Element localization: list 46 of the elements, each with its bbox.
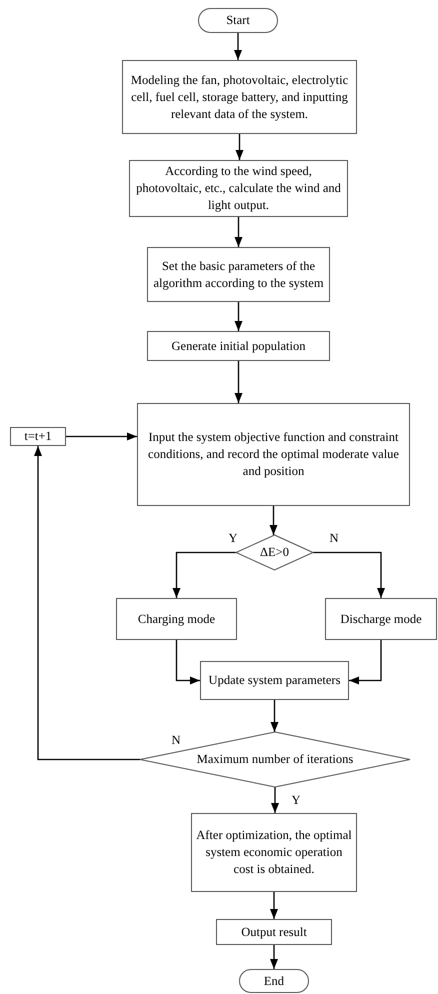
process-box xyxy=(200,661,349,700)
arrow xyxy=(234,302,242,331)
arrow xyxy=(234,33,242,60)
process-box xyxy=(147,331,330,361)
process-box xyxy=(122,60,357,134)
node-text: After optimization, the optimal system economic operation cost is obtained. xyxy=(196,827,352,878)
edge-label: N xyxy=(170,733,182,747)
process-box xyxy=(147,247,330,302)
node-text: Input the system objective function and constraint conditions, and record the optimal moderate value and position xyxy=(147,429,400,480)
node-text: Charging mode xyxy=(138,610,216,628)
arrow xyxy=(234,361,242,403)
arrow xyxy=(234,217,242,247)
node-text: Maximum number of iterations xyxy=(196,751,354,768)
arrow xyxy=(270,892,278,919)
node-text: Output result xyxy=(241,924,307,940)
node-text: ΔE>0 xyxy=(260,544,289,561)
process-box xyxy=(216,919,332,945)
arrow xyxy=(34,446,140,760)
process-box xyxy=(10,427,66,446)
arrow xyxy=(270,506,278,535)
arrow xyxy=(271,787,279,813)
process-box xyxy=(191,813,357,892)
arrow xyxy=(236,134,244,160)
node-text: Discharge mode xyxy=(340,610,422,628)
arrow xyxy=(172,552,236,598)
node-text: t=t+1 xyxy=(24,428,52,445)
process-box xyxy=(137,403,410,506)
arrow xyxy=(313,552,385,598)
process-box xyxy=(129,160,348,217)
arrow xyxy=(270,945,278,969)
node-text: According to the wind speed, photovoltaic, etc., calculate the wind and light output. xyxy=(135,163,342,214)
node-text: Modeling the fan, photovoltaic, electrolytic cell, fuel cell, storage battery, and inputting relevant data of the system. xyxy=(130,72,350,122)
node-text: End xyxy=(264,972,284,990)
arrow xyxy=(66,432,137,440)
node-text: Set the basic parameters of the algorithm according to the system xyxy=(152,258,325,292)
arrow xyxy=(349,640,382,684)
process-box xyxy=(325,598,437,640)
edge-label: Y xyxy=(227,531,239,545)
node-text: Update system parameters xyxy=(208,672,340,689)
arrow xyxy=(270,700,278,732)
arrow xyxy=(176,640,200,684)
edge-label: N xyxy=(328,531,340,545)
process-box xyxy=(116,598,237,640)
node-text: Start xyxy=(226,12,250,29)
edge-label: Y xyxy=(290,793,302,807)
node-text: Generate initial population xyxy=(172,338,306,354)
